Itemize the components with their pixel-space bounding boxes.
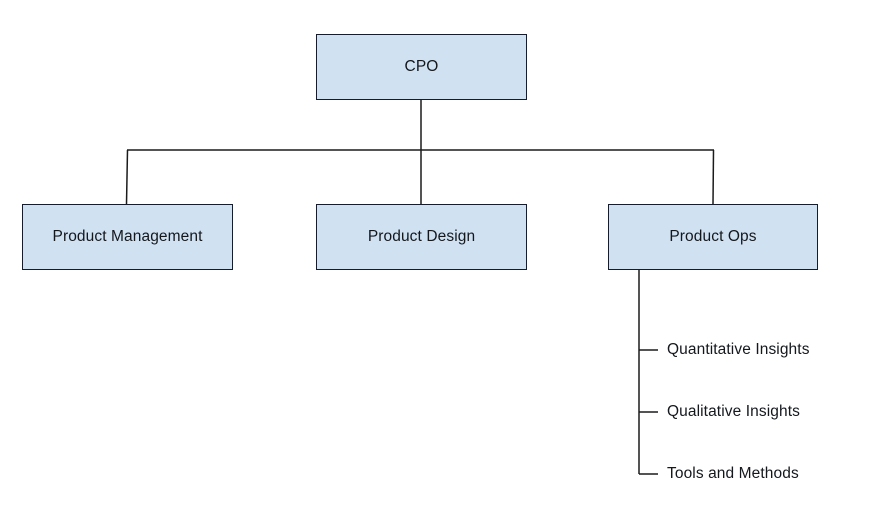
leaf-quantitative-insights-label: Quantitative Insights [667, 340, 810, 358]
leaf-qualitative-insights-label: Qualitative Insights [667, 402, 800, 420]
edge-bus-to-product-ops [712, 149, 715, 205]
node-cpo[interactable]: CPO [316, 34, 527, 100]
node-product-design-label: Product Design [367, 227, 476, 245]
node-product-management-label: Product Management [52, 227, 203, 245]
node-product-management[interactable]: Product Management [22, 204, 233, 270]
node-product-design[interactable]: Product Design [316, 204, 527, 270]
leaf-quantitative-insights[interactable]: Quantitative Insights [667, 338, 810, 362]
leaf-qualitative-insights[interactable]: Qualitative Insights [667, 400, 800, 424]
edge-bus-to-product-management [125, 149, 129, 205]
leaf-tools-and-methods-label: Tools and Methods [667, 464, 799, 482]
node-product-ops-label: Product Ops [669, 227, 757, 245]
node-product-ops[interactable]: Product Ops [608, 204, 818, 270]
leaf-tools-and-methods[interactable]: Tools and Methods [667, 462, 799, 486]
node-cpo-label: CPO [404, 57, 439, 75]
